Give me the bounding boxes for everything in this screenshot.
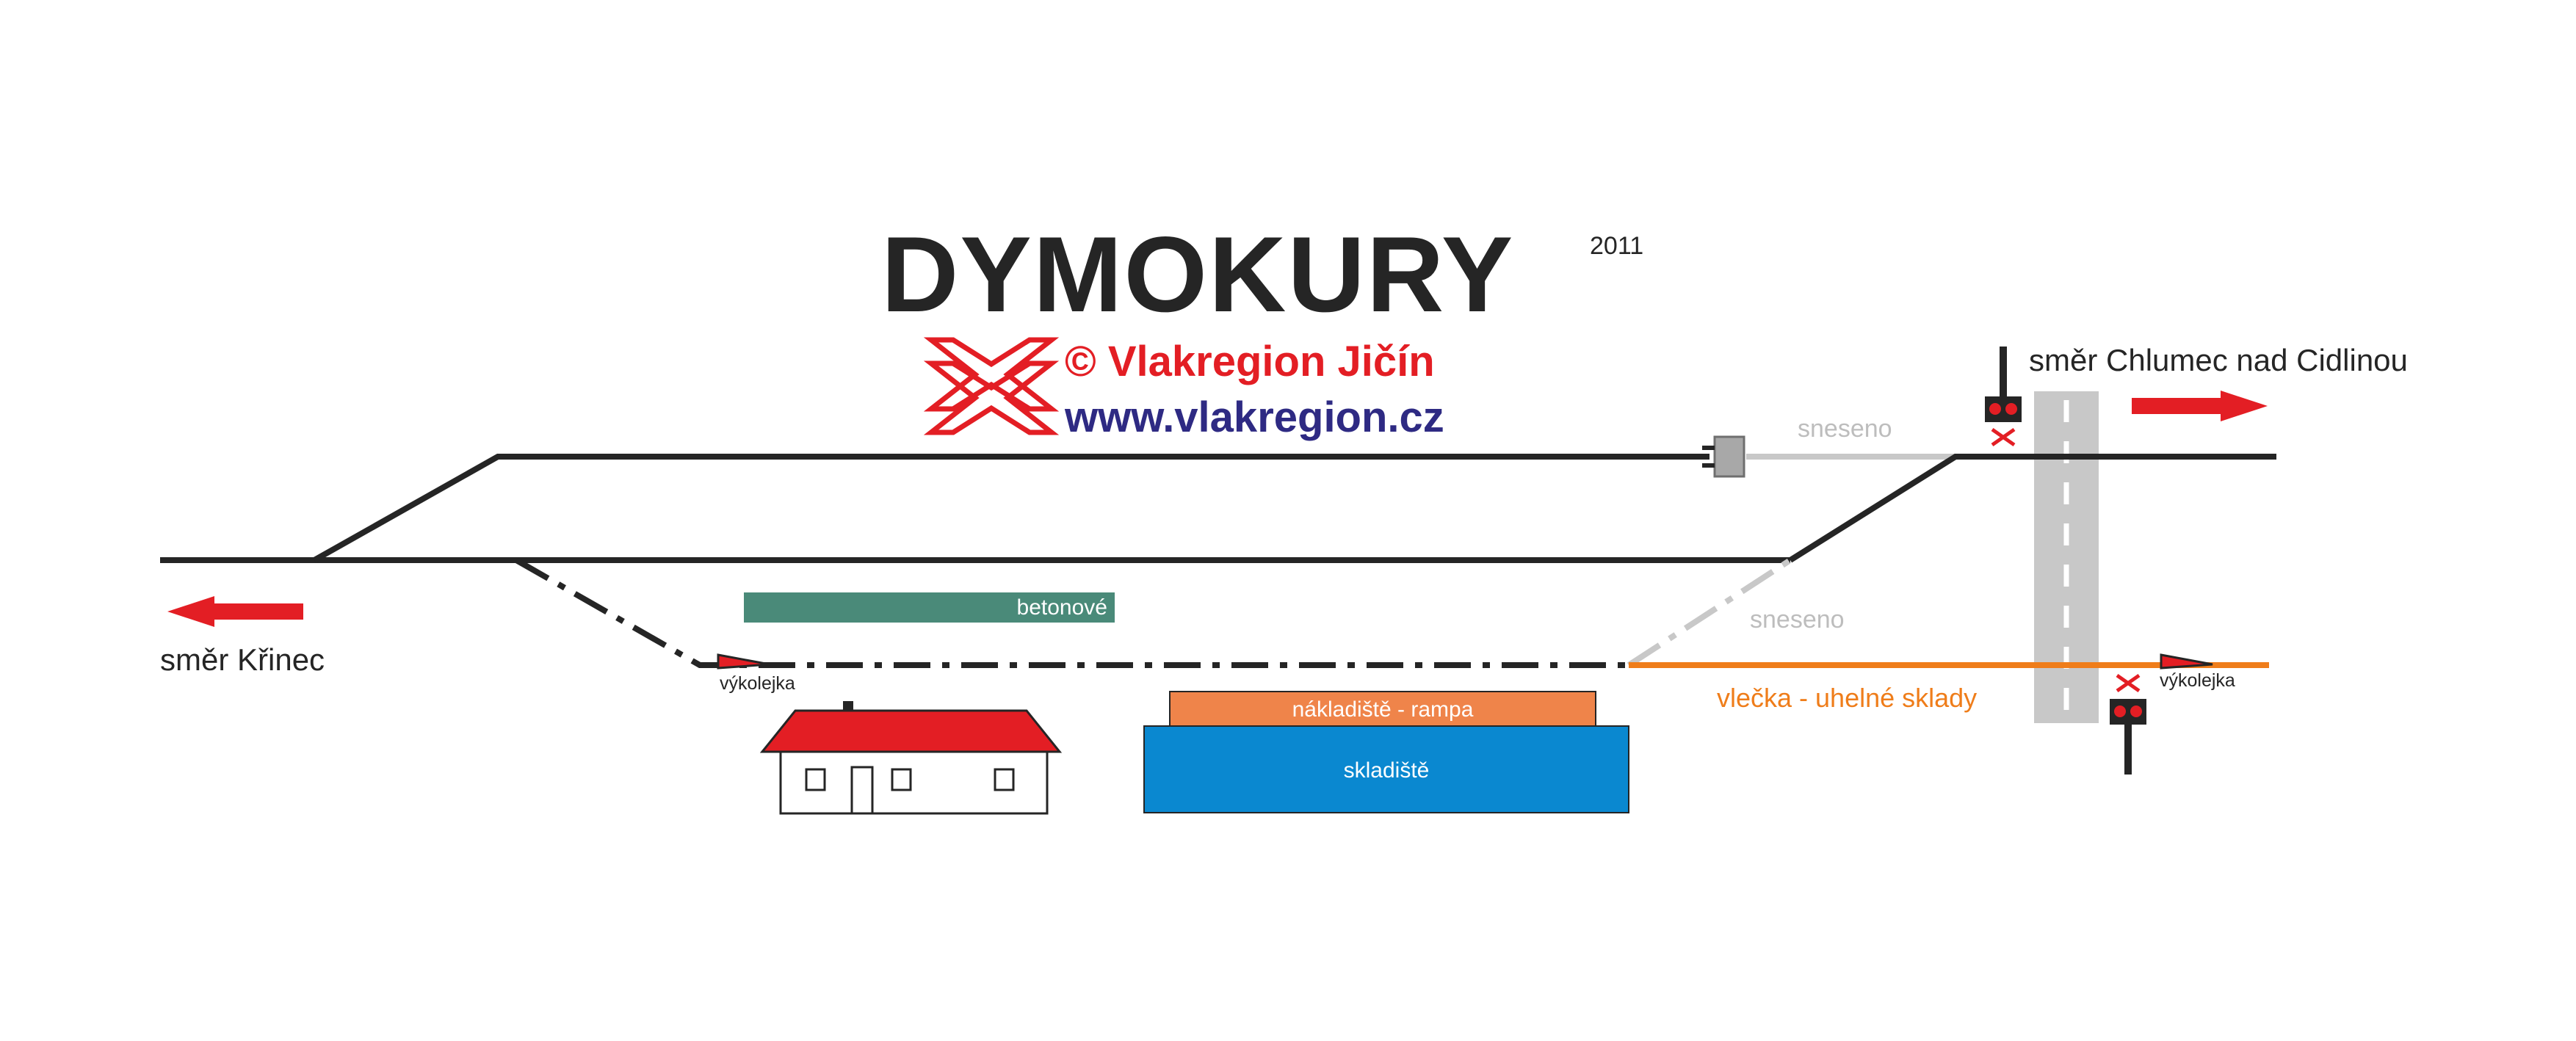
dashdot-siding xyxy=(515,557,1629,668)
direction-right-label: směr Chlumec nad Cidlinou xyxy=(2029,343,2408,377)
copyright-label: © Vlakregion Jičín xyxy=(1065,338,1435,385)
header: DYMOKURY 2011 © Vlakregion Jičín www.vla… xyxy=(881,214,1643,441)
loading-ramp-label: nákladiště - rampa xyxy=(1292,697,1474,722)
window xyxy=(891,768,912,791)
window xyxy=(805,768,826,791)
crossing-signal-upper xyxy=(1985,347,2022,447)
arrow-right-icon xyxy=(2132,391,2268,421)
removed-label-upper: sneseno xyxy=(1798,415,1892,443)
level-crossing-road xyxy=(2034,391,2099,723)
station-title: DYMOKURY xyxy=(881,214,1514,334)
crossing-signal-lower xyxy=(2110,673,2146,775)
station-building xyxy=(759,701,1063,815)
warehouse xyxy=(1143,725,1629,813)
derailer-left xyxy=(717,653,770,670)
siding-label: vlečka - uhelné sklady xyxy=(1717,683,1977,713)
right-connection xyxy=(1788,454,2276,563)
removed-label-lower: sneseno xyxy=(1750,606,1845,634)
window xyxy=(994,768,1015,791)
direction-left-label: směr Křinec xyxy=(160,642,325,677)
derailer-right xyxy=(2160,653,2213,670)
buffer-stop xyxy=(1702,435,1745,478)
warehouse-label: skladiště xyxy=(1344,758,1430,783)
loading-ramp xyxy=(1169,691,1596,727)
year-label: 2011 xyxy=(1590,232,1643,260)
door xyxy=(850,766,874,815)
arrow-left-icon xyxy=(167,596,303,627)
derailer-right-label: výkolejka xyxy=(2160,670,2235,691)
concrete-platform-label: betonové xyxy=(1017,595,1107,620)
concrete-platform xyxy=(744,592,1115,623)
tracks xyxy=(160,435,2276,668)
website-link[interactable]: www.vlakregion.cz xyxy=(1064,393,1444,441)
derailer-left-label: výkolejka xyxy=(720,673,795,694)
removed-track-lower xyxy=(1627,557,1792,668)
vlakregion-logo xyxy=(923,337,1060,435)
upper-track xyxy=(313,454,1710,563)
